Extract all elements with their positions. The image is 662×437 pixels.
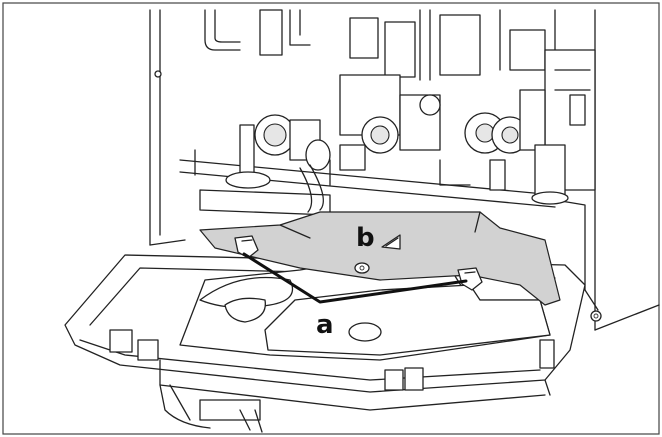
pipe-fitting [509, 29, 546, 71]
pipe-nut [225, 171, 271, 189]
label-a: a [316, 310, 334, 340]
leader-line-a [242, 252, 468, 304]
tray-hole [348, 322, 382, 342]
hydraulic-block [179, 9, 596, 216]
pipe-fitting [305, 139, 331, 171]
tray-clip [137, 339, 159, 361]
grey-cover-plate [199, 211, 561, 306]
tray-clip [384, 369, 404, 391]
label-b: b [356, 223, 375, 253]
cover-plate-b [199, 211, 561, 306]
opened-tray [64, 254, 586, 433]
tray-clip [109, 329, 133, 353]
tray-foot [199, 399, 261, 421]
plate-screw [354, 262, 370, 274]
cable-clip-icon [234, 235, 259, 259]
casing-screw [154, 70, 162, 78]
tray-clip [539, 339, 555, 369]
tray-clip [404, 367, 424, 391]
sensor-block [339, 144, 366, 171]
pipe-fitting [534, 144, 566, 196]
valve-body [384, 21, 416, 78]
valve-body [519, 89, 546, 151]
casing-screw [590, 310, 602, 322]
pipe-fitting [259, 9, 283, 56]
component-housing [439, 14, 481, 76]
valve-body [349, 17, 379, 59]
